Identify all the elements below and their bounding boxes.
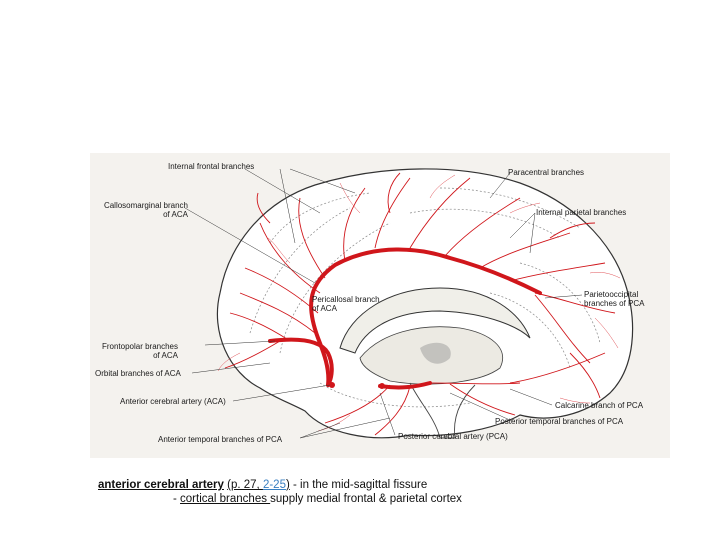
label-aca: Anterior cerebral artery (ACA) [120, 397, 226, 406]
caption: anterior cerebral artery (p. 27, 2-25) -… [98, 478, 658, 506]
label-paracentral: Paracentral branches [508, 168, 584, 177]
caption-line2-dash: - [173, 493, 180, 505]
caption-line2-term: cortical branches [180, 493, 270, 505]
label-pericallosal: Pericallosal branch of ACA [312, 295, 380, 313]
caption-line2-rest: supply medial frontal & parietal cortex [270, 493, 462, 505]
caption-ref-prefix: (p. 27, [227, 479, 263, 491]
caption-ref-link[interactable]: 2-25 [263, 479, 286, 491]
label-frontopolar-line1: Frontopolar branches [102, 342, 178, 351]
label-callosomarginal-line2: of ACA [163, 210, 188, 219]
caption-line1-rest: - in the mid-sagittal fissure [290, 479, 427, 491]
label-frontopolar-line2: of ACA [153, 351, 178, 360]
label-anterior-temporal: Anterior temporal branches of PCA [158, 435, 282, 444]
label-orbital: Orbital branches of ACA [95, 369, 181, 378]
label-parietooccipital-line2: branches of PCA [584, 299, 644, 308]
brain-diagram [90, 153, 670, 458]
label-internal-parietal: Internal parietal branches [536, 208, 626, 217]
label-posterior-temporal: Posterior temporal branches of PCA [495, 417, 623, 426]
label-pericallosal-line2: of ACA [312, 304, 337, 313]
label-parietooccipital: Parietooccipital branches of PCA [584, 290, 644, 308]
label-pca: Posterior cerebral artery (PCA) [398, 432, 508, 441]
label-pericallosal-line1: Pericallosal branch [312, 295, 380, 304]
brain-artery-figure: Internal frontal branches Paracentral br… [90, 153, 670, 458]
caption-line2: - cortical branches supply medial fronta… [98, 492, 658, 506]
label-parietooccipital-line1: Parietooccipital [584, 290, 638, 299]
caption-term: anterior cerebral artery [98, 479, 224, 491]
pca-origin-dot [379, 383, 385, 389]
label-internal-frontal: Internal frontal branches [168, 162, 254, 171]
label-callosomarginal-line1: Callosomarginal branch [104, 201, 188, 210]
label-calcarine: Calcarine branch of PCA [555, 401, 643, 410]
label-callosomarginal: Callosomarginal branch of ACA [98, 201, 188, 219]
label-frontopolar: Frontopolar branches of ACA [92, 342, 178, 360]
